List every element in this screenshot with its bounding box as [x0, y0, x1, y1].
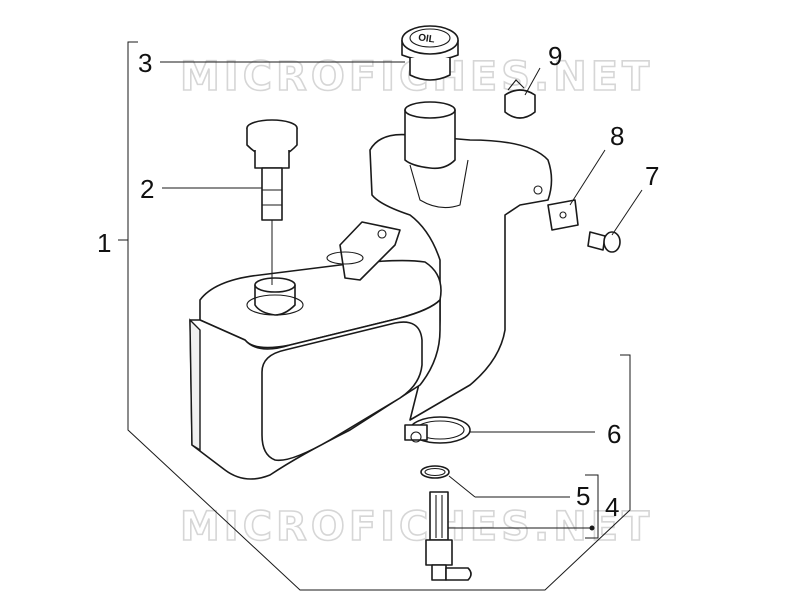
oil-tank	[189, 101, 553, 480]
spring-nut	[547, 199, 579, 231]
callout-5: 5	[576, 481, 590, 511]
oil-filler-cap: OIL	[401, 25, 459, 81]
callout-3: 3	[138, 48, 152, 78]
outlet-filter	[425, 491, 472, 581]
assembly-bracket	[118, 41, 631, 591]
small-hose-clamp	[504, 79, 536, 119]
callout-8: 8	[610, 121, 624, 151]
large-hose-clamp	[404, 416, 471, 444]
callout-9: 9	[548, 41, 562, 71]
callout-4: 4	[605, 492, 619, 522]
callout-1: 1	[97, 228, 111, 258]
callout-7: 7	[645, 161, 659, 191]
dipstick-cap	[246, 119, 298, 285]
screw	[587, 231, 621, 253]
cap-label: OIL	[417, 32, 435, 45]
leader-dot	[589, 525, 595, 531]
watermark-bottom: MICROFICHES.NET	[180, 504, 653, 550]
o-ring	[420, 465, 450, 479]
leader-lines	[160, 61, 643, 539]
callout-2: 2	[140, 174, 154, 204]
callout-6: 6	[607, 419, 621, 449]
